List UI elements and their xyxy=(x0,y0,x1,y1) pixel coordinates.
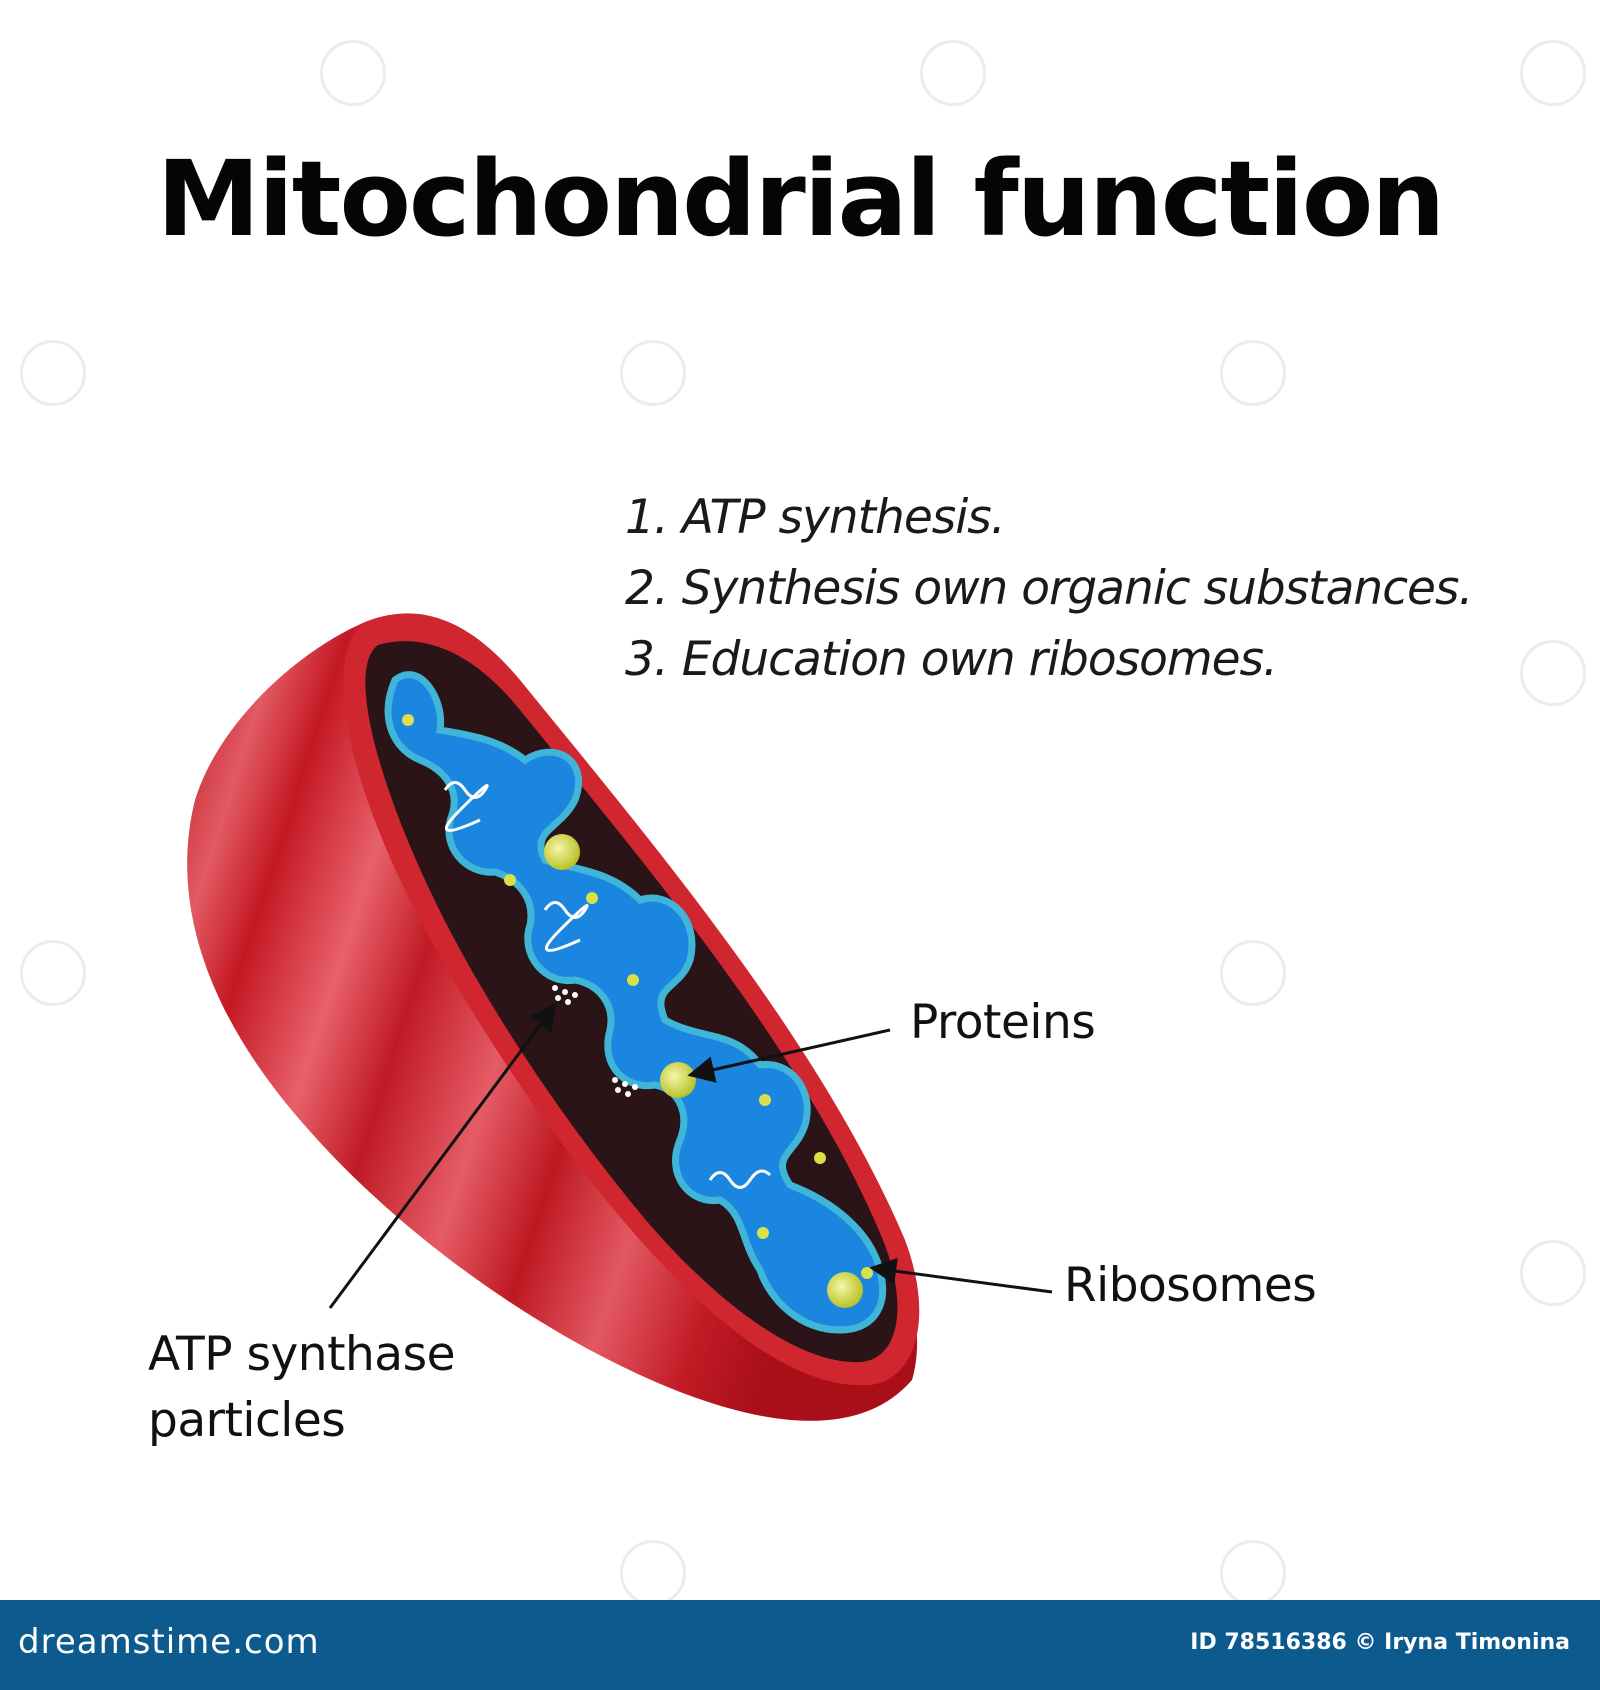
small-granule xyxy=(757,1227,769,1239)
footer-bar: dreamstime.com ID 78516386 © Iryna Timon… xyxy=(0,1600,1600,1690)
dna-squiggle xyxy=(443,781,489,832)
mitochondrial-matrix xyxy=(384,671,887,1334)
watermark-circle xyxy=(20,340,86,406)
atp-synthase-label-line2: particles xyxy=(148,1393,346,1448)
watermark-circle xyxy=(1220,940,1286,1006)
watermark-circle xyxy=(1520,640,1586,706)
small-granule xyxy=(861,1267,873,1279)
proteins-label: Proteins xyxy=(910,995,1096,1050)
watermark-circle xyxy=(920,40,986,106)
small-granule xyxy=(814,1152,826,1164)
mitochondrion-illustration xyxy=(187,613,1053,1421)
small-granule xyxy=(586,892,598,904)
footer-brand[interactable]: dreamstime.com xyxy=(18,1622,320,1662)
watermark-circle xyxy=(1220,340,1286,406)
atp-synthase-leader-line xyxy=(328,1002,557,1309)
ribosome-cluster xyxy=(612,1077,638,1097)
page-title: Mitochondrial function xyxy=(156,138,1446,260)
watermark-circle xyxy=(1520,40,1586,106)
small-granule xyxy=(402,714,414,726)
atp-synthase-label: ATP synthase particles xyxy=(148,1322,456,1454)
ribosome-cluster xyxy=(552,985,578,1005)
small-granule xyxy=(627,974,639,986)
watermark-circle xyxy=(320,40,386,106)
watermark-circle xyxy=(20,940,86,1006)
ribosomes-label: Ribosomes xyxy=(1064,1258,1317,1313)
watermark-circle xyxy=(620,340,686,406)
proteins-leader-line xyxy=(687,1028,891,1083)
function-item-1: 1. ATP synthesis. xyxy=(625,490,1006,545)
function-item-3: 3. Education own ribosomes. xyxy=(625,632,1278,687)
function-list: 1. ATP synthesis. 2. Synthesis own organ… xyxy=(625,482,1473,695)
small-granule xyxy=(759,1094,771,1106)
footer-credit: ID 78516386 © Iryna Timonina xyxy=(1190,1630,1570,1655)
ribosomes-leader-line xyxy=(869,1257,1053,1294)
atp-synthase-label-line1: ATP synthase xyxy=(148,1327,456,1382)
protein-granule xyxy=(544,834,580,870)
protein-granule xyxy=(827,1272,863,1308)
dna-squiggle xyxy=(543,901,589,952)
dna-squiggle xyxy=(708,1169,772,1189)
watermark-circle xyxy=(1520,1240,1586,1306)
small-granule xyxy=(504,874,516,886)
function-item-2: 2. Synthesis own organic substances. xyxy=(625,561,1473,616)
protein-granule xyxy=(660,1062,696,1098)
